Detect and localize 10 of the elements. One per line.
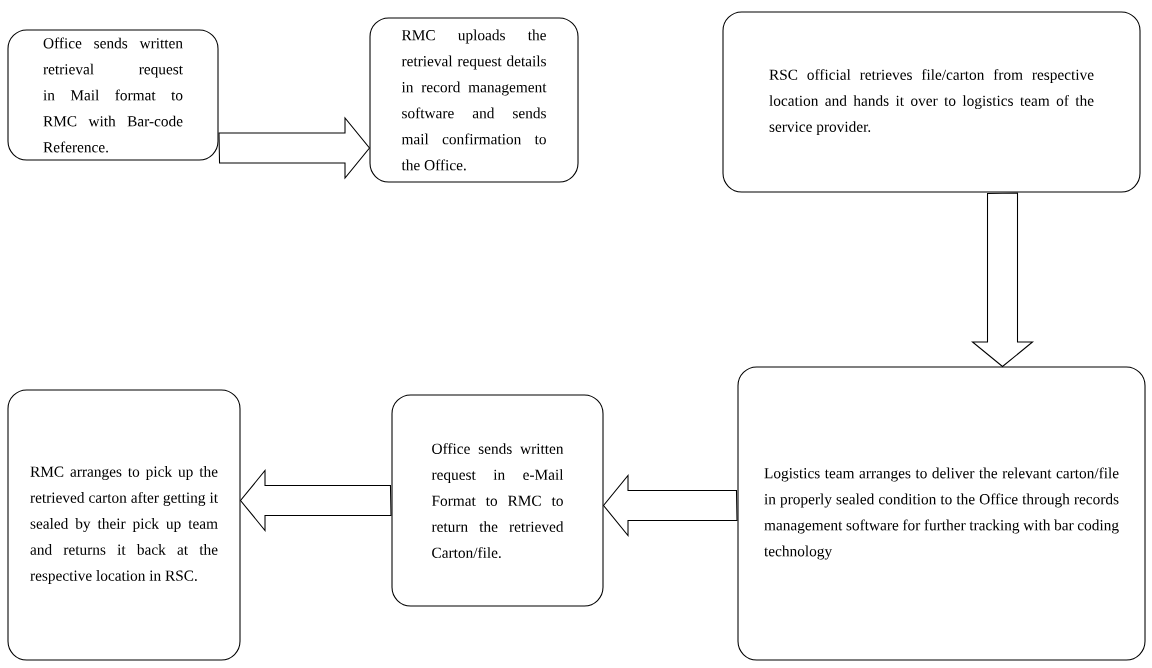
block-arrow bbox=[971, 192, 1035, 368]
process-box: RMC arranges to pick up the retrieved carton after getting it sealed by their pick up team and returns it back at the respective location in RSC. bbox=[7, 389, 241, 661]
process-box: Office sends written request in e-Mail Format to RMC to return the retrieved Carton/file. bbox=[391, 394, 604, 607]
block-arrow bbox=[239, 469, 392, 533]
process-box: RSC official retrieves file/carton from respective location and hands it over to logistics team of the service provider. bbox=[722, 11, 1141, 193]
block-arrow bbox=[602, 474, 738, 537]
process-box: RMC uploads the retrieval request details in record management software and sends mail confirmation to the Office. bbox=[369, 17, 579, 183]
block-arrow bbox=[218, 116, 371, 180]
process-box: Logistics team arranges to deliver the relevant carton/file in properly sealed condition to the Office through records management software for further tracking with bar coding technology bbox=[737, 366, 1146, 661]
process-box: Office sends written retrieval request in Mail format to RMC with Bar-code Reference. bbox=[7, 29, 219, 161]
